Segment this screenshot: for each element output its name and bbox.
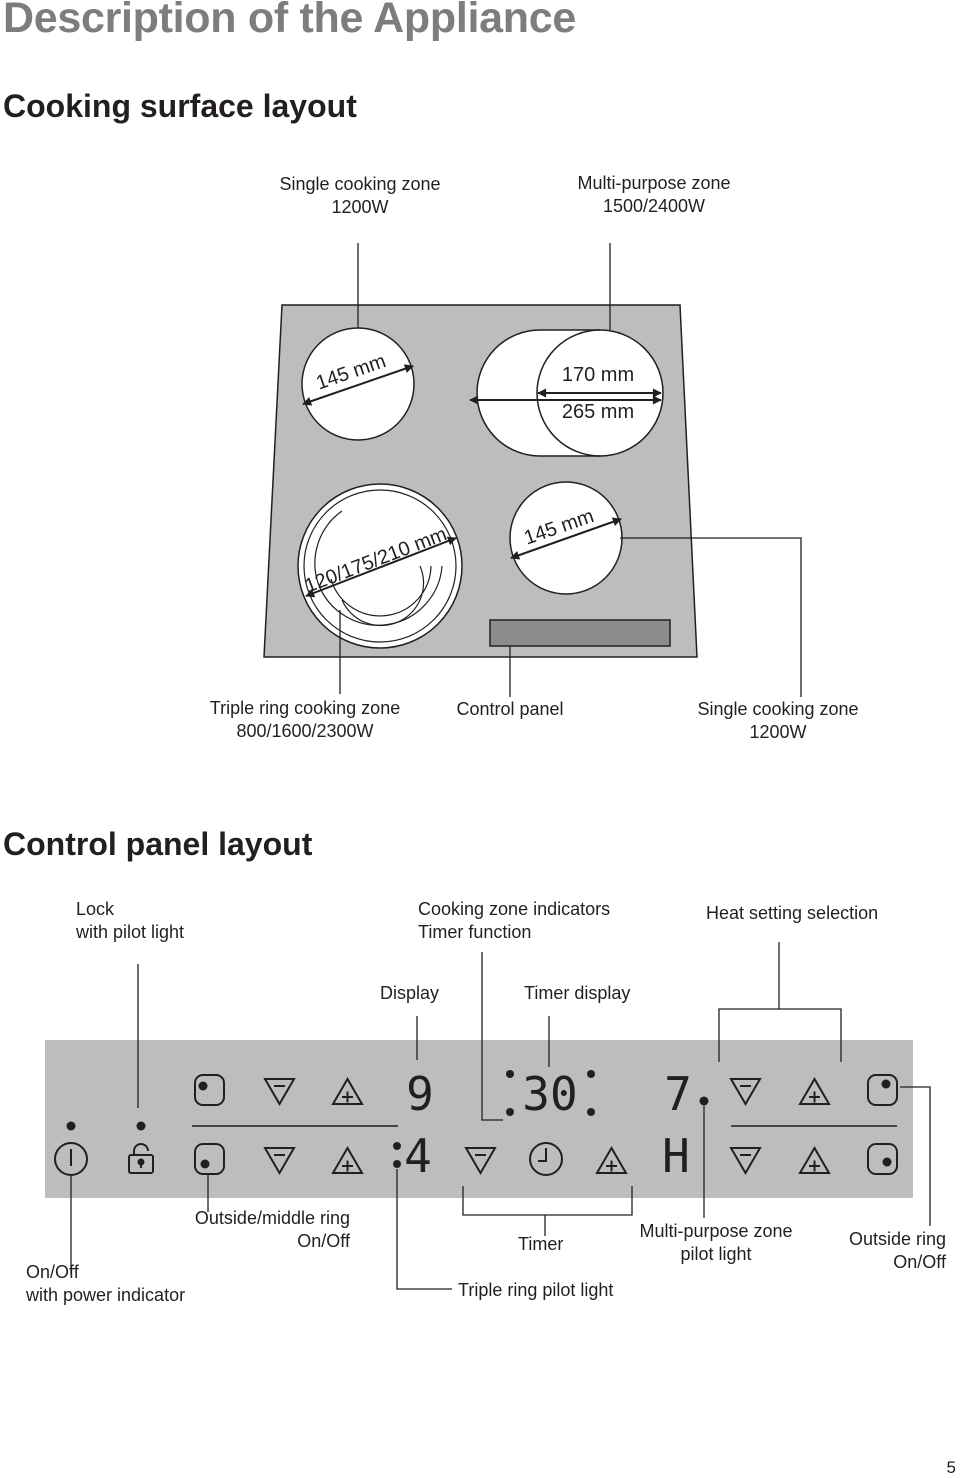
display-digit-bottom-left: 4 xyxy=(404,1129,432,1183)
multipurpose-pilot-light xyxy=(699,1096,709,1106)
label-heat-selection: Heat setting selection xyxy=(706,903,879,923)
control-panel xyxy=(45,1040,913,1198)
label-triple-pilot: Triple ring pilot light xyxy=(458,1280,614,1300)
label-single-zone-bottom: Single cooking zone 1200W xyxy=(697,699,859,742)
display-digit-bottom-right: H xyxy=(662,1129,690,1183)
minus-button-4[interactable] xyxy=(729,1147,762,1175)
lock-button[interactable] xyxy=(128,1143,154,1174)
display-timer: 30 xyxy=(522,1067,577,1121)
zone-button-top-right[interactable] xyxy=(867,1074,898,1106)
plus-button-1[interactable] xyxy=(331,1077,364,1105)
display-digit-top-left: 9 xyxy=(406,1067,434,1121)
label-outside-ring: Outside ring On/Off xyxy=(848,1229,946,1272)
multi-purpose-zone-inner xyxy=(536,329,601,457)
timer-clock-button[interactable] xyxy=(529,1142,563,1176)
dim-inner: 170 mm xyxy=(562,364,634,386)
plus-button-3[interactable] xyxy=(798,1077,831,1105)
label-lock: Lock with pilot light xyxy=(76,899,185,942)
dim-outer: 265 mm xyxy=(562,401,634,423)
zone-button-top-left[interactable] xyxy=(194,1074,225,1106)
lock-pilot-light xyxy=(136,1121,146,1131)
label-single-zone-top: Single cooking zone 1200W xyxy=(279,174,441,217)
timer-minus-button[interactable] xyxy=(464,1147,497,1175)
plus-button-4[interactable] xyxy=(798,1146,831,1174)
control-panel-heading: Control panel layout xyxy=(3,826,313,862)
label-outside-middle-ring: Outside/middle ring On/Off xyxy=(194,1208,350,1251)
page-number: 5 xyxy=(946,1458,956,1477)
cooking-surface-heading: Cooking surface layout xyxy=(3,88,357,124)
onoff-button[interactable] xyxy=(54,1142,88,1176)
timer-plus-button[interactable] xyxy=(595,1146,628,1174)
outside-ring-button[interactable] xyxy=(867,1143,898,1175)
label-multipurpose-pilot: Multi-purpose zone pilot light xyxy=(639,1221,793,1264)
label-timer-display: Timer display xyxy=(524,983,631,1003)
triple-ring-pilot-dot xyxy=(393,1142,401,1150)
label-display: Display xyxy=(380,983,440,1003)
label-timer: Timer xyxy=(518,1234,564,1254)
minus-button-1[interactable] xyxy=(263,1078,296,1106)
plus-button-2[interactable] xyxy=(331,1146,364,1174)
display-digit-top-right: 7 xyxy=(664,1067,692,1121)
label-onoff: On/Off with power indicator xyxy=(26,1262,186,1305)
label-control-panel: Control panel xyxy=(456,699,564,719)
page-title: Description of the Appliance xyxy=(3,0,576,42)
minus-button-2[interactable] xyxy=(263,1147,296,1175)
label-indicators: Cooking zone indicators Timer function xyxy=(418,899,611,942)
label-multipurpose-zone: Multi-purpose zone 1500/2400W xyxy=(577,173,731,216)
label-triple-ring-zone: Triple ring cooking zone 800/1600/2300W xyxy=(209,698,401,741)
control-panel-strip xyxy=(489,619,671,647)
outside-middle-ring-button[interactable] xyxy=(194,1143,225,1175)
minus-button-3[interactable] xyxy=(729,1078,762,1106)
power-indicator-light xyxy=(66,1121,76,1131)
